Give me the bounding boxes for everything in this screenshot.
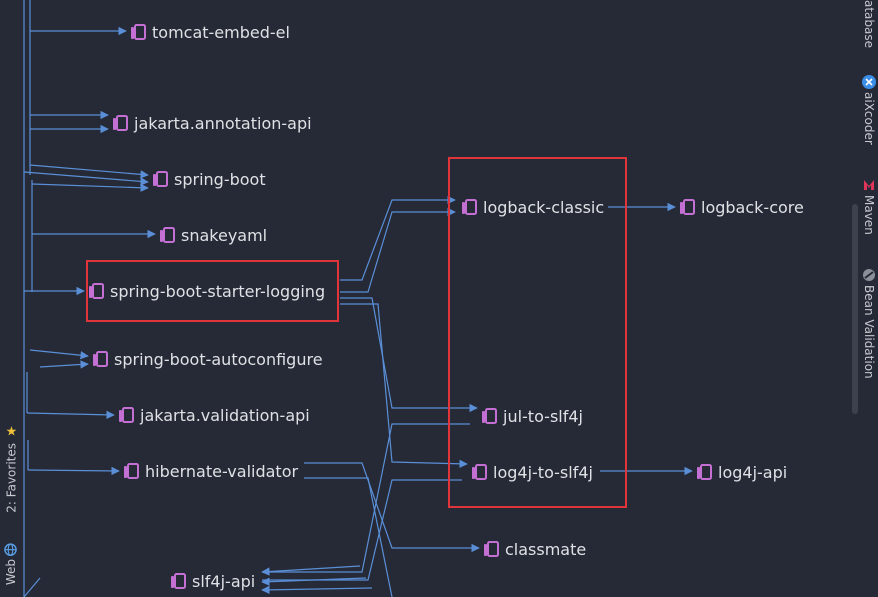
tab-web[interactable]: Web — [4, 540, 18, 585]
dependency-edge — [304, 462, 480, 553]
node-spring-boot-starter-logging[interactable]: spring-boot-starter-logging — [88, 280, 325, 302]
dependency-edge — [340, 195, 456, 281]
node-snakeyaml[interactable]: snakeyaml — [159, 224, 267, 246]
maven-tab-label: Maven — [862, 195, 876, 235]
dependency-edge — [340, 207, 456, 293]
dependency-edge — [27, 466, 120, 476]
node-label: logback-core — [701, 197, 804, 217]
node-logback-core[interactable]: logback-core — [679, 196, 804, 218]
node-log4j-to-slf4j[interactable]: log4j-to-slf4j — [471, 461, 593, 483]
node-label: slf4j-api — [192, 571, 256, 591]
tab-bean-validation[interactable]: Bean Validation — [862, 265, 876, 379]
aixcoder-tab-label: aiXcoder — [862, 92, 876, 145]
dependency-edge — [26, 410, 115, 420]
maven-artifact-icon — [680, 199, 695, 215]
maven-artifact-icon — [160, 227, 175, 243]
dependency-edge — [262, 479, 462, 581]
node-hibernate-validator[interactable]: hibernate-validator — [123, 460, 298, 482]
maven-artifact-icon — [462, 199, 477, 215]
node-label: log4j-api — [718, 462, 788, 482]
maven-artifact-icon — [153, 171, 168, 187]
maven-artifact-icon — [131, 24, 146, 40]
node-label: jakarta.validation-api — [140, 405, 310, 425]
node-tomcat-embed-el[interactable]: tomcat-embed-el — [130, 21, 290, 43]
node-label: classmate — [505, 539, 587, 559]
node-jakarta-validation-api[interactable]: jakarta.validation-api — [118, 404, 310, 426]
tab-aixcoder[interactable]: aiXcoder — [862, 72, 876, 145]
node-spring-boot-autoconfigure[interactable]: spring-boot-autoconfigure — [92, 348, 323, 370]
maven-artifact-icon — [93, 351, 108, 367]
globe-icon — [4, 543, 18, 556]
node-label: log4j-to-slf4j — [493, 462, 593, 482]
maven-artifact-icon — [89, 283, 104, 299]
dependency-edge — [31, 183, 149, 192]
tab-favorites[interactable]: 2: Favorites ★ — [4, 422, 19, 513]
maven-artifact-icon — [484, 541, 499, 557]
node-jul-to-slf4j[interactable]: jul-to-slf4j — [481, 405, 583, 427]
favorites-tab-label: 2: Favorites — [4, 443, 19, 513]
maven-artifact-icon — [113, 115, 128, 131]
database-tab-label: atabase — [862, 0, 876, 49]
dependency-edge — [29, 349, 89, 360]
highlight-box-starter-logging — [86, 260, 339, 322]
maven-artifact-icon — [697, 464, 712, 480]
left-tool-strip — [0, 0, 22, 597]
node-label: hibernate-validator — [145, 461, 299, 481]
dependency-edge — [23, 577, 41, 597]
dependency-edge — [261, 565, 361, 576]
tab-database[interactable]: atabase — [862, 0, 876, 48]
node-spring-boot[interactable]: spring-boot — [152, 168, 266, 190]
node-logback-classic[interactable]: logback-classic — [461, 196, 604, 218]
maven-icon — [864, 180, 874, 190]
node-jakarta-annotation-api[interactable]: jakarta.annotation-api — [112, 112, 312, 134]
node-label: snakeyaml — [181, 225, 268, 245]
node-label: spring-boot-starter-logging — [110, 281, 326, 301]
dependency-edge — [29, 164, 149, 179]
node-slf4j-api[interactable]: slf4j-api — [170, 570, 255, 592]
node-log4j-api[interactable]: log4j-api — [696, 461, 787, 483]
maven-artifact-icon — [482, 408, 497, 424]
node-label: spring-boot-autoconfigure — [114, 349, 323, 369]
highlight-box-logging-deps — [448, 157, 627, 508]
aixcoder-icon — [862, 75, 876, 89]
dependency-edge — [39, 360, 89, 369]
node-label: spring-boot — [174, 169, 266, 189]
node-label: jul-to-slf4j — [503, 406, 583, 426]
dependency-edge — [261, 585, 373, 595]
star-icon: ★ — [4, 425, 19, 440]
dependency-edge — [340, 303, 468, 468]
maven-artifact-icon — [472, 464, 487, 480]
dependency-edge — [304, 477, 393, 597]
bean-validation-tab-label: Bean Validation — [862, 285, 876, 379]
scrollbar-thumb[interactable] — [852, 204, 858, 414]
dependency-edge — [262, 423, 470, 573]
node-classmate[interactable]: classmate — [483, 538, 586, 560]
dependency-edge — [23, 171, 149, 186]
maven-artifact-icon — [171, 573, 186, 589]
maven-artifact-icon — [119, 407, 134, 423]
dependency-edge — [261, 577, 367, 586]
tab-maven[interactable]: Maven — [862, 175, 876, 235]
web-tab-label: Web — [4, 559, 18, 586]
node-label: logback-classic — [483, 197, 605, 217]
node-label: tomcat-embed-el — [152, 22, 290, 42]
node-label: jakarta.annotation-api — [134, 113, 312, 133]
maven-artifact-icon — [124, 463, 139, 479]
bean-validation-icon — [863, 269, 875, 281]
